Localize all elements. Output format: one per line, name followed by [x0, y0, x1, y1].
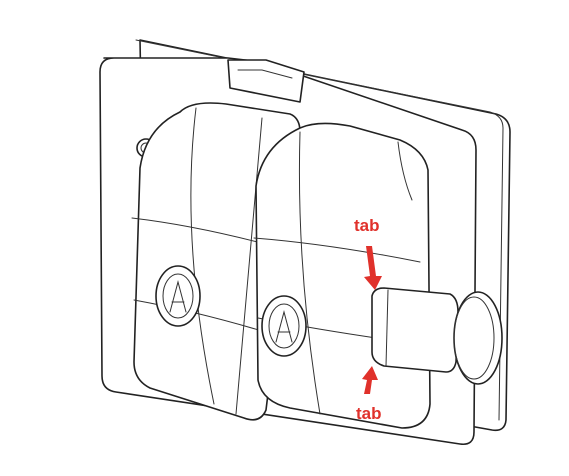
top-tab-arrow	[364, 246, 382, 290]
right-key-cylinder	[261, 295, 307, 357]
right-latch-block	[253, 122, 431, 429]
left-key-cylinder	[155, 265, 201, 327]
bottom-tab-label: tab	[356, 404, 382, 423]
bottom-tab-arrow	[362, 366, 378, 394]
top-tab-label: tab	[354, 216, 380, 235]
latch-bolt	[371, 287, 503, 385]
